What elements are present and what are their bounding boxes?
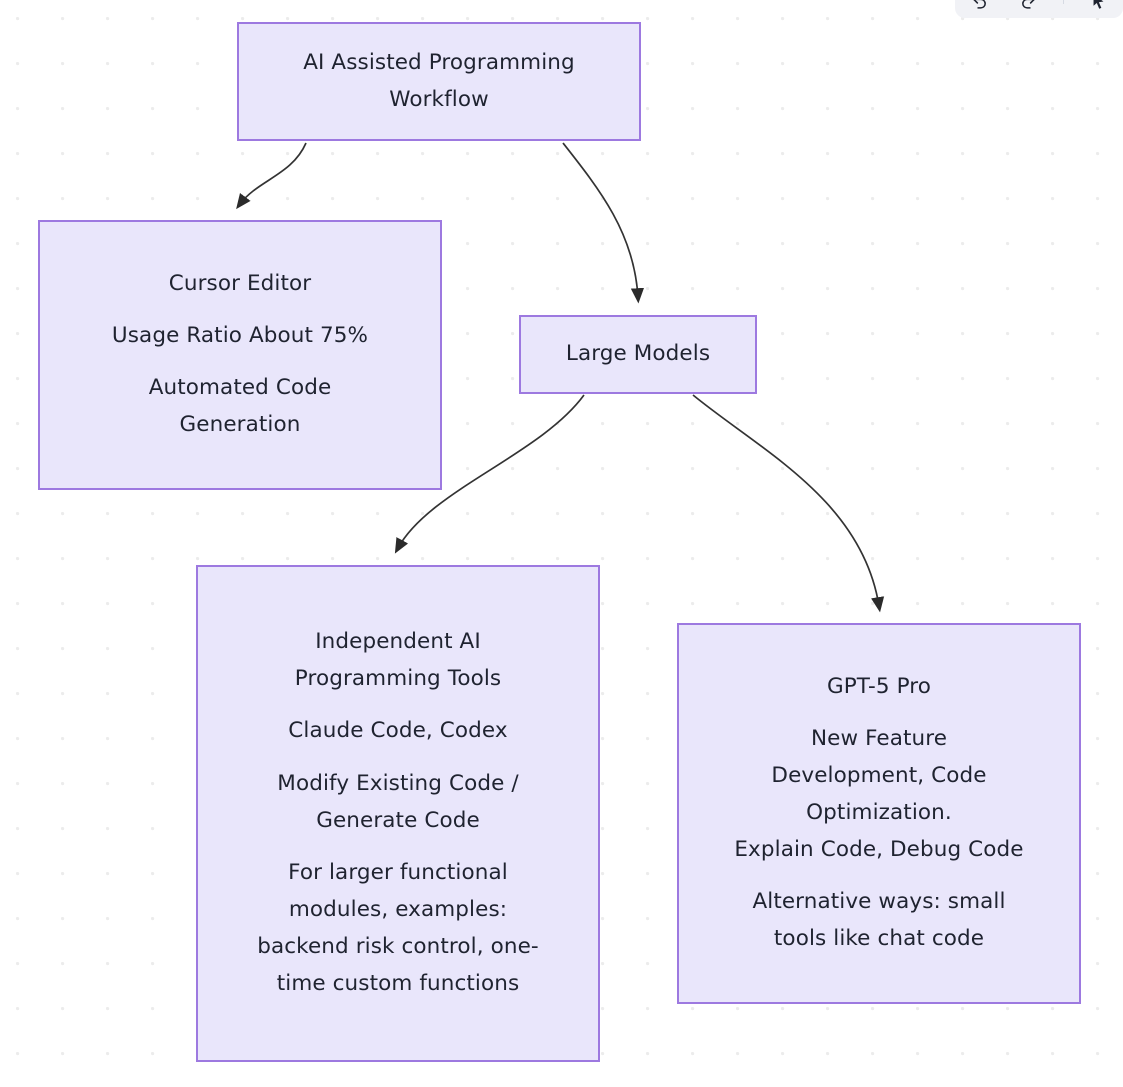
node-cursor-editor[interactable]: Cursor Editor Usage Ratio About 75% Auto…	[38, 220, 442, 490]
node-line: Modify Existing Code /	[277, 770, 519, 796]
node-line: For larger functional	[288, 860, 508, 886]
floating-toolbar[interactable]	[955, 0, 1123, 18]
node-line: AI Assisted Programming	[303, 49, 575, 75]
node-line: Alternative ways: small	[752, 889, 1006, 915]
node-line: Programming Tools	[294, 665, 502, 691]
node-line: Optimization.	[806, 800, 952, 826]
node-ai-assisted-programming-workflow[interactable]: AI Assisted Programming Workflow	[237, 22, 641, 141]
node-line: Claude Code, Codex	[288, 718, 508, 744]
node-gpt5-pro[interactable]: GPT-5 Pro New Feature Development, Code …	[677, 623, 1081, 1004]
node-line: Cursor Editor	[168, 270, 312, 296]
node-line: GPT-5 Pro	[826, 673, 932, 699]
undo-icon[interactable]	[965, 0, 995, 16]
redo-icon[interactable]	[1014, 0, 1044, 16]
node-line: Large Models	[565, 341, 711, 367]
node-line: Workflow	[389, 86, 489, 112]
toolbar-separator	[1063, 0, 1065, 4]
node-line: modules, examples:	[288, 897, 508, 923]
node-large-models[interactable]: Large Models	[519, 315, 757, 394]
node-line: time custom functions	[276, 971, 520, 997]
edge-large-models-to-gpt5-pro	[692, 394, 885, 613]
node-line: New Feature	[810, 726, 948, 752]
node-line: backend risk control, one-	[257, 934, 539, 960]
node-line: Usage Ratio About 75%	[111, 323, 369, 349]
pointer-icon[interactable]	[1083, 0, 1113, 16]
node-line: Generate Code	[316, 807, 480, 833]
node-independent-ai-programming-tools[interactable]: Independent AI Programming Tools Claude …	[196, 565, 600, 1062]
node-line: Generation	[179, 412, 301, 438]
node-line: tools like chat code	[773, 926, 985, 952]
node-line: Automated Code	[148, 375, 332, 401]
node-line: Development, Code	[771, 763, 987, 789]
node-line: Explain Code, Debug Code	[734, 836, 1024, 862]
node-line: Independent AI	[315, 628, 481, 654]
edge-root-to-cursor	[236, 142, 307, 210]
edge-root-to-large-models	[562, 142, 645, 304]
